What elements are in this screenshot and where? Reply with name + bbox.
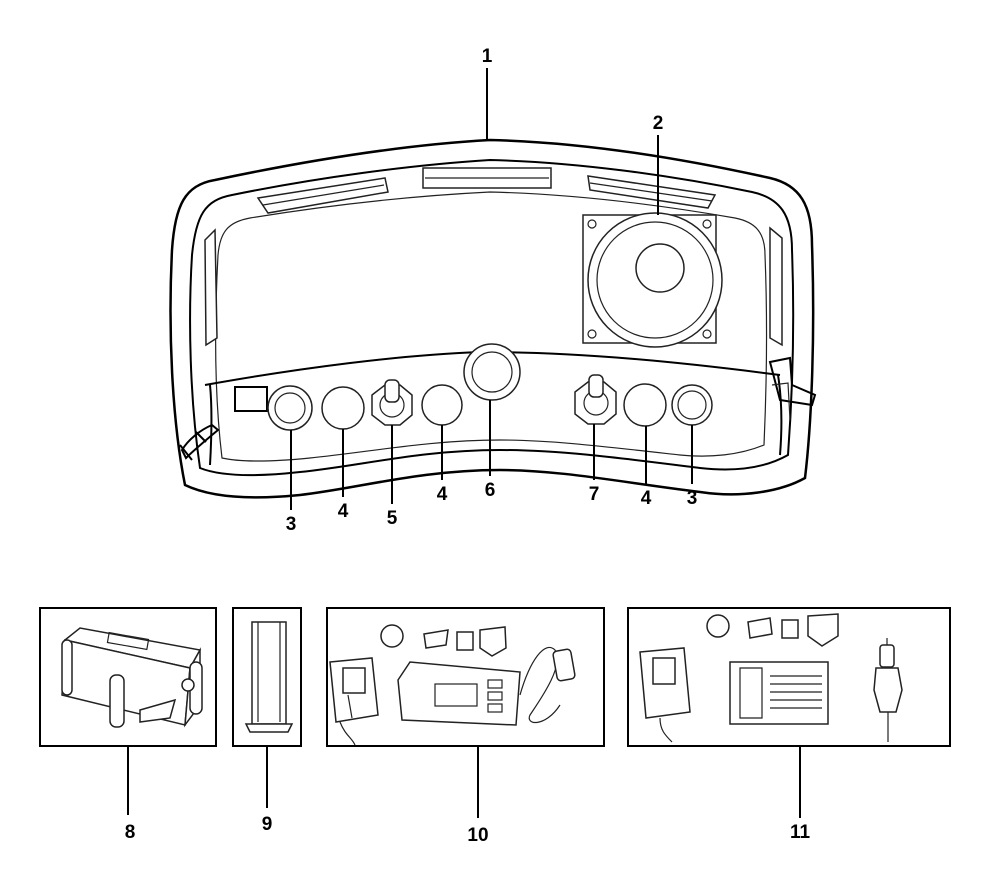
callout-10: 10 bbox=[467, 825, 488, 846]
callout-9: 9 bbox=[262, 814, 273, 835]
callout-4-left: 4 bbox=[338, 501, 349, 522]
cap-4-middle bbox=[421, 384, 463, 426]
cap-4-left bbox=[321, 386, 365, 430]
connector-3-left bbox=[267, 385, 313, 431]
connector-6 bbox=[463, 343, 521, 401]
accessory-box-11 bbox=[627, 607, 951, 818]
cap-4-right bbox=[623, 383, 667, 427]
switch-5 bbox=[371, 379, 413, 426]
switch-7 bbox=[574, 374, 617, 425]
callout-8: 8 bbox=[125, 822, 136, 843]
callout-4-middle: 4 bbox=[437, 484, 448, 505]
callout-6: 6 bbox=[485, 480, 496, 501]
callout-5: 5 bbox=[387, 508, 398, 529]
control-panel-housing bbox=[169, 138, 817, 499]
speaker bbox=[582, 212, 723, 348]
callout-3-left: 3 bbox=[286, 514, 297, 535]
connector-3-right bbox=[671, 384, 713, 426]
callout-4-right: 4 bbox=[641, 488, 652, 509]
accessory-box-10 bbox=[326, 607, 605, 818]
callout-2: 2 bbox=[653, 113, 664, 134]
callout-11: 11 bbox=[790, 822, 811, 843]
callout-1: 1 bbox=[482, 46, 493, 67]
accessory-box-9 bbox=[232, 607, 302, 808]
callout-7: 7 bbox=[589, 484, 600, 505]
callout-labels: 1 2 3 4 5 4 6 7 4 3 8 9 10 11 bbox=[125, 46, 811, 846]
callout-3-right: 3 bbox=[687, 488, 698, 509]
leader-lines-top bbox=[290, 68, 693, 510]
accessory-box-8 bbox=[39, 607, 217, 815]
